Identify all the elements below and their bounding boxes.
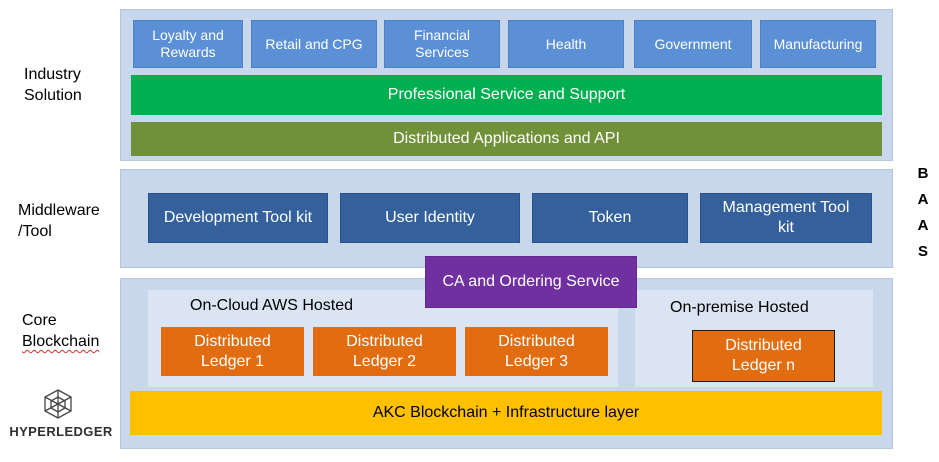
professional-service-bar: Professional Service and Support xyxy=(131,75,882,115)
industry-box-financial: Financial Services xyxy=(384,20,500,68)
hyperledger-hexagon-icon xyxy=(44,389,72,419)
core-label-line2: Blockchain xyxy=(22,333,100,350)
on-premise-title: On-premise Hosted xyxy=(670,299,809,316)
industry-box-retail: Retail and CPG xyxy=(251,20,377,68)
cloud-ledger-2: Distributed Ledger 2 xyxy=(313,327,456,376)
hyperledger-logo: HYPERLEDGER xyxy=(6,384,116,444)
industry-label-line2: Solution xyxy=(24,87,82,104)
hyperledger-logo-text: HYPERLEDGER xyxy=(9,424,113,439)
on-cloud-title: On-Cloud AWS Hosted xyxy=(190,297,354,314)
cloud-ledger-3: Distributed Ledger 3 xyxy=(465,327,608,376)
baas-vertical-label: B A A S xyxy=(915,165,931,269)
middleware-box-devkit: Development Tool kit xyxy=(148,193,328,243)
middleware-tool-label: Middleware /Tool xyxy=(18,200,118,242)
middleware-label-line2: /Tool xyxy=(18,223,52,240)
middleware-box-token: Token xyxy=(532,193,688,243)
distributed-apps-bar: Distributed Applications and API xyxy=(131,122,882,156)
core-label-line1: Core xyxy=(22,312,57,329)
industry-box-loyalty: Loyalty and Rewards xyxy=(133,20,243,68)
ca-ordering-service: CA and Ordering Service xyxy=(425,256,637,308)
middleware-box-identity: User Identity xyxy=(340,193,520,243)
baas-letter: A xyxy=(917,217,929,234)
infrastructure-bar: AKC Blockchain + Infrastructure layer xyxy=(130,391,882,435)
onprem-ledger-n: Distributed Ledger n xyxy=(692,330,835,382)
industry-box-health: Health xyxy=(508,20,624,68)
industry-box-government: Government xyxy=(634,20,752,68)
baas-letter: S xyxy=(917,243,928,260)
middleware-label-line1: Middleware xyxy=(18,202,100,219)
middleware-box-management: Management Tool kit xyxy=(700,193,872,243)
baas-letter: A xyxy=(917,191,929,208)
baas-letter: B xyxy=(917,165,929,182)
core-blockchain-label: Core Blockchain xyxy=(22,310,122,352)
industry-label-line1: Industry xyxy=(24,66,81,83)
industry-box-manufacturing: Manufacturing xyxy=(760,20,876,68)
cloud-ledger-1: Distributed Ledger 1 xyxy=(161,327,304,376)
industry-solution-label: Industry Solution xyxy=(24,64,114,106)
